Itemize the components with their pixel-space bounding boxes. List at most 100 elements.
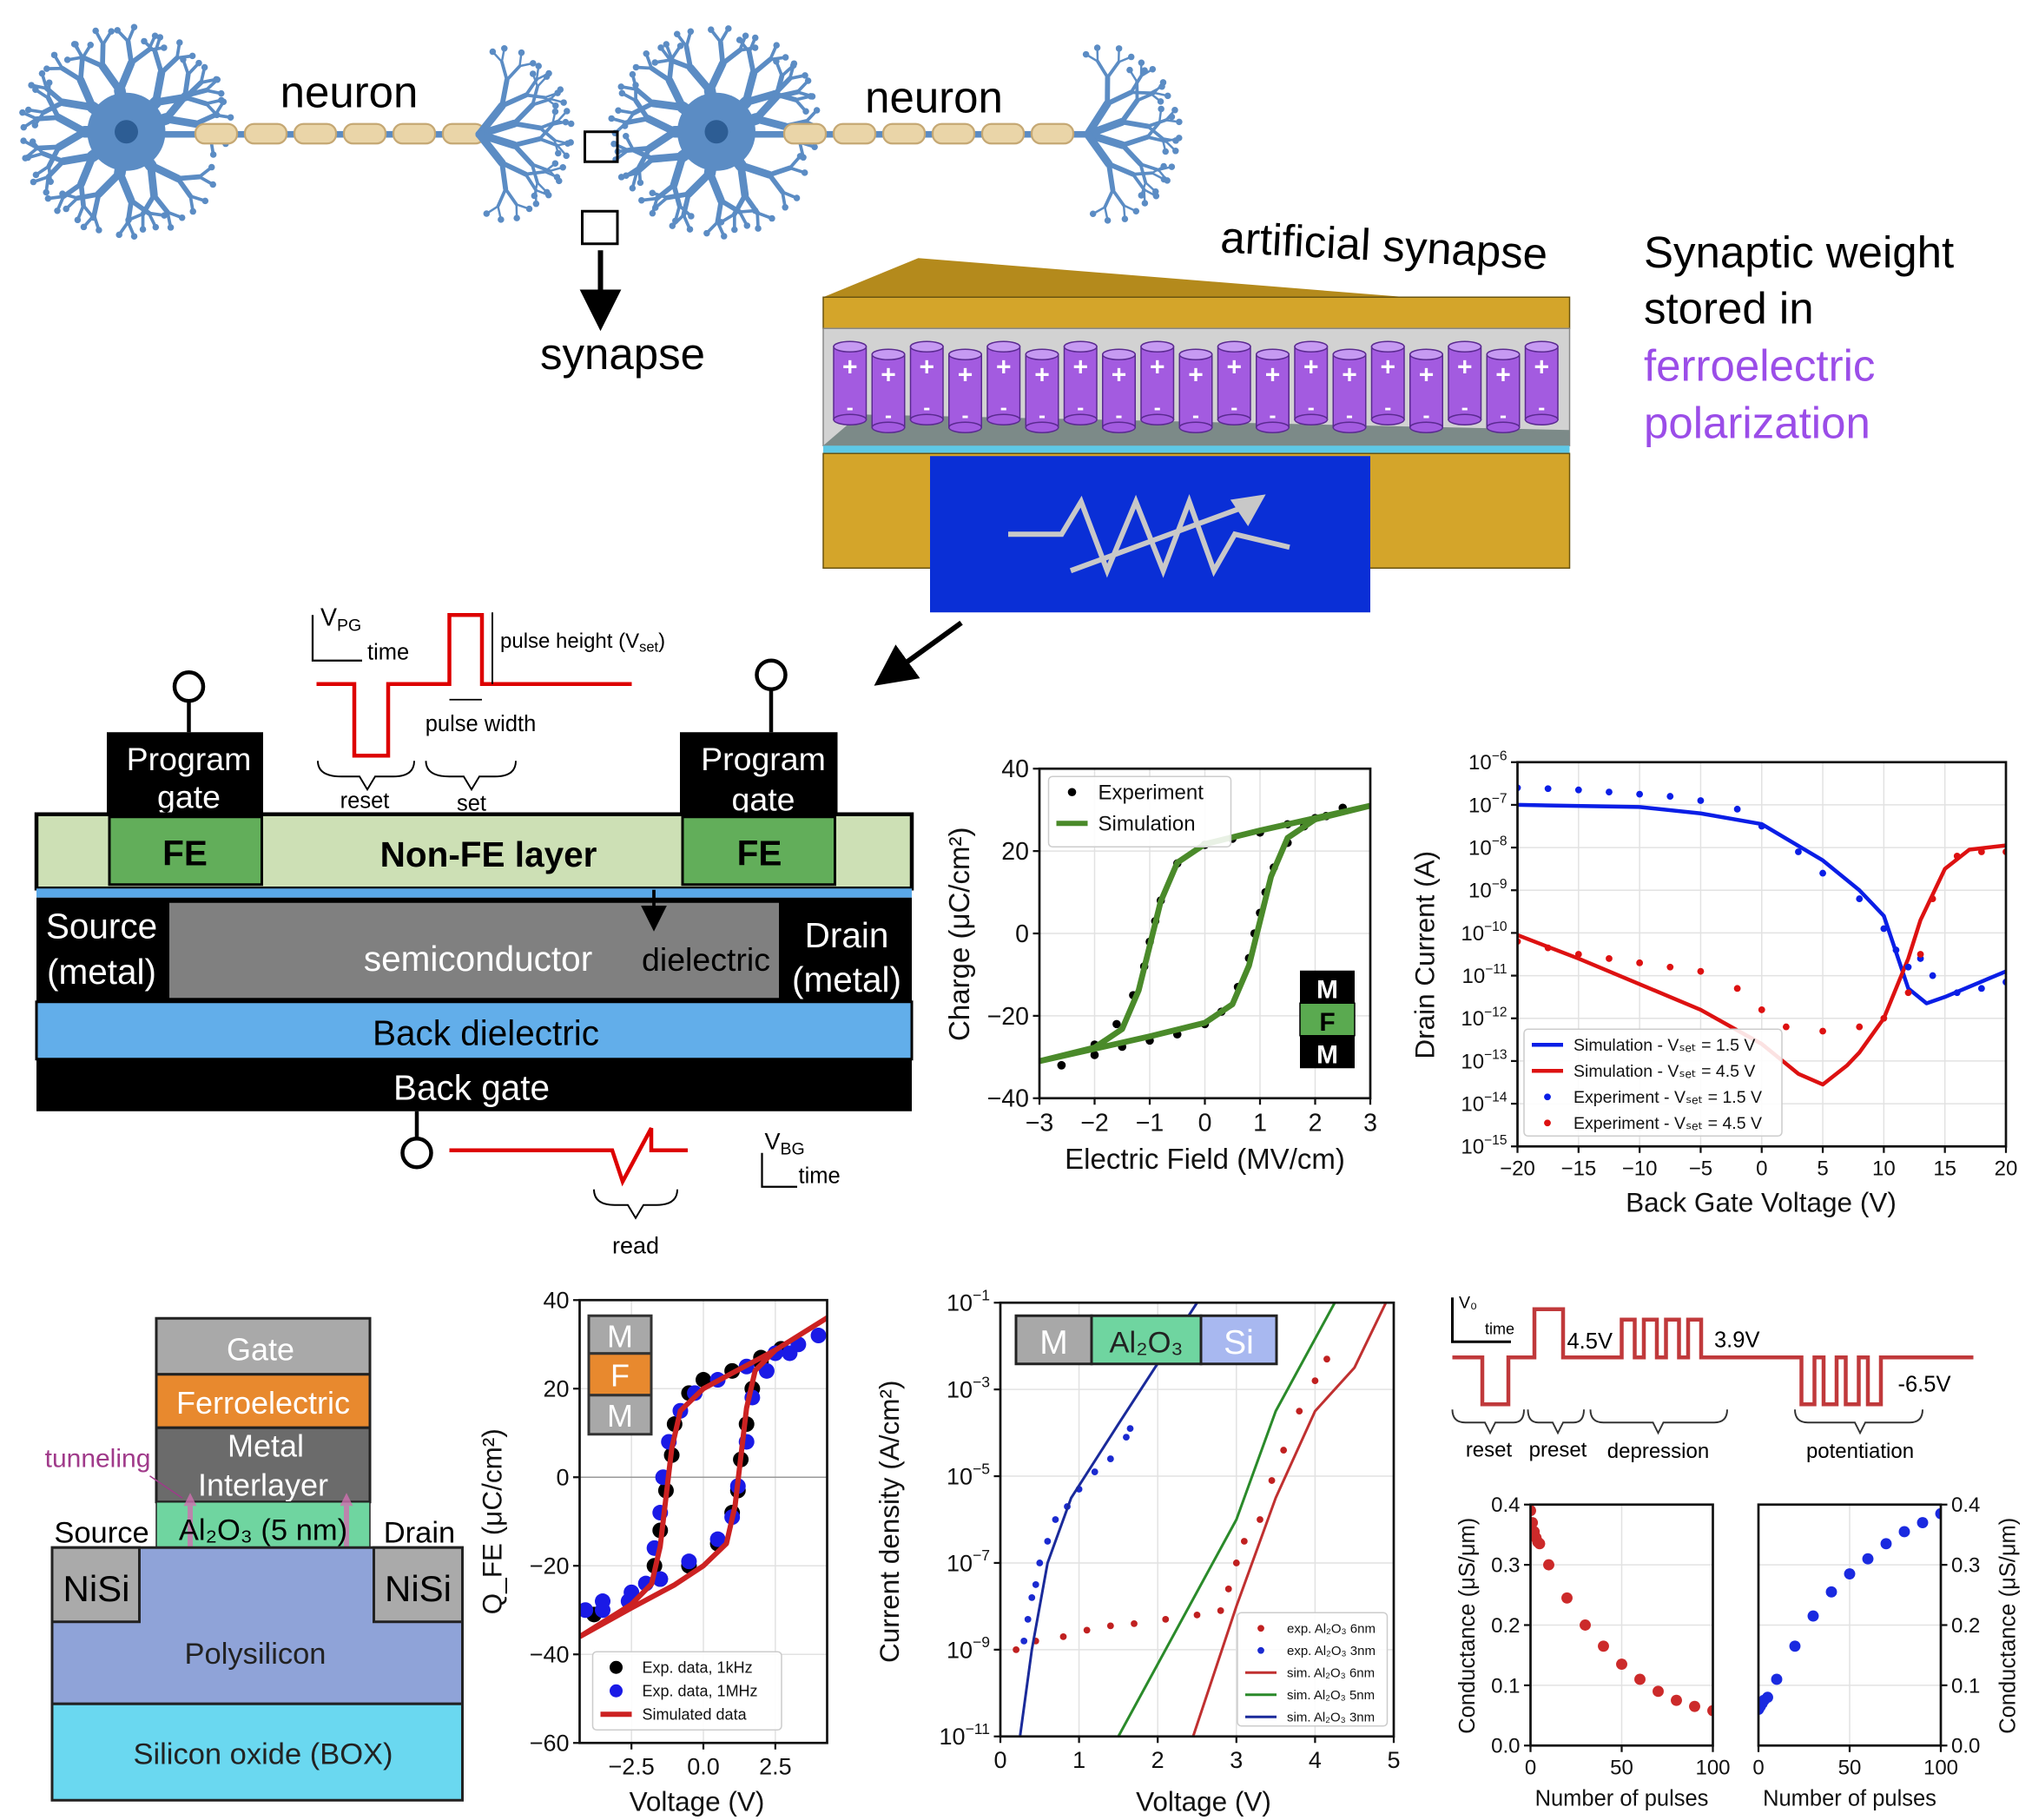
data-point [1929,972,1936,979]
inset-label: Al₂O₃ [1110,1326,1184,1359]
y-tick-label: −40 [987,1085,1029,1113]
series-line [1117,1302,1336,1737]
dendrite-tip [96,227,102,234]
phase-label-preset: preset [1529,1438,1587,1461]
legend-box [1047,775,1232,847]
pulse-train-trace [1452,1307,1974,1407]
drain-label: (metal) [792,959,901,999]
axis-arrows [311,615,362,662]
dendrite-tip [673,30,681,37]
tunneling-arrows-icon [183,1493,353,1564]
y-tick-label: 10−1 [947,1287,990,1316]
tick-exponent: −13 [1484,1048,1507,1063]
legend-item: Simulation - Vₛₑₜ = 4.5 V [1532,1062,1755,1081]
series-layer [1517,784,2006,1087]
polarization-cylinder: +- [1102,348,1136,433]
dendrite-tip [535,63,542,69]
dendrite-tip [114,27,121,34]
y-tick-label: 0.0 [1491,1735,1520,1758]
x-tick-label: −10 [1622,1157,1658,1180]
dendrite-tip [638,196,645,204]
depression-height-label: 3.9V [1714,1328,1759,1352]
gate-layer-label: Gate [227,1331,294,1367]
dendrite-branch [1119,134,1151,148]
series-layer [1530,1505,1713,1717]
y-tick-label: 40 [1001,755,1029,783]
minus-sign: - [1116,404,1123,427]
dendrite-tip [773,57,780,65]
dendrite-tip [92,27,99,35]
legend-item: sim. Al₂O₃ 3nm [1245,1711,1375,1725]
weight-text-line-1: Synaptic weight [1644,228,1954,277]
back-gate-terminal [400,1137,433,1170]
series-potentiation [1758,1507,1941,1716]
nucleus [704,120,729,144]
dendrite-tip [22,155,29,162]
data-point [1758,1006,1765,1013]
pulse-height-label: pulse height (Vset) [500,630,665,656]
synapse-marker-box [581,209,619,246]
data-point [1543,1559,1554,1571]
dendrite-tip [687,28,695,36]
y-tick-label: 20 [543,1376,569,1402]
dendrite-tip [773,42,780,49]
y-axis-label: Conductance (μS/μm) [1455,1518,1480,1734]
tick-exponent: −10 [1484,920,1508,934]
dendrite-tip [54,207,61,214]
x-tick-label: 50 [1610,1756,1633,1779]
drain-label: Drain [805,915,889,955]
dendrite-tip [513,214,520,221]
dendrite-branch [98,62,124,95]
dendrite-tip [789,62,797,69]
y-tick-label: 10−13 [1461,1048,1507,1074]
tick-base: 10 [947,1290,973,1316]
dendrite-tip [802,72,808,79]
dendrite-branch [59,98,97,111]
dendrite-tip [1176,135,1183,142]
y-tick-label: 0.1 [1491,1674,1520,1698]
tick-base: 10 [1461,922,1484,946]
data-point [1036,1560,1044,1566]
dendrite-branch [140,193,157,217]
dendrite-branch [504,187,518,207]
y-tick-label: 10−7 [1468,792,1507,818]
reset-label: reset [340,788,390,813]
dendrite-tip [551,108,559,115]
x-tick-label: 0.0 [687,1753,720,1779]
legend-item: sim. Al₂O₃ 5nm [1245,1688,1375,1703]
dendrite-branch [717,39,726,66]
x-tick-label: 15 [1933,1157,1956,1180]
dendrite-branch [162,115,200,129]
minus-sign: - [1500,404,1507,427]
drain-label: Drain [384,1516,455,1549]
data-point [1112,1019,1121,1029]
dielectric-label: dielectric [642,941,770,978]
data-point [1574,786,1582,794]
y-tick-label: 10−3 [947,1373,990,1402]
polarization-cylinder: +- [1178,348,1213,433]
data-point [1123,1434,1130,1441]
dendrite-branch [742,69,758,107]
tick-base: 10 [1468,880,1492,903]
x-tick-label: 2 [1151,1747,1164,1773]
legend-item: exp. Al₂O₃ 3nm [1257,1644,1376,1658]
y-tick-label: 0.4 [1951,1494,1980,1517]
dendrite-tip [525,205,533,213]
y-tick-label: 10−11 [1462,962,1508,988]
data-point [1044,1538,1052,1545]
dendrite-branch [91,191,102,218]
dendrite-tip [1171,107,1178,114]
dendrite-tip [811,143,818,151]
dendrite-tip [115,231,122,239]
legend-swatch-dot [1257,1646,1264,1654]
arrow-down-left-icon [874,620,963,686]
y-tick-label: 0.3 [1951,1554,1980,1578]
data-point [1917,951,1924,958]
polarization-cylinder: +- [1370,340,1405,425]
dendrite-tip [551,160,559,167]
legend-label: Simulation [1098,813,1196,836]
plus-sign: + [1150,353,1165,381]
